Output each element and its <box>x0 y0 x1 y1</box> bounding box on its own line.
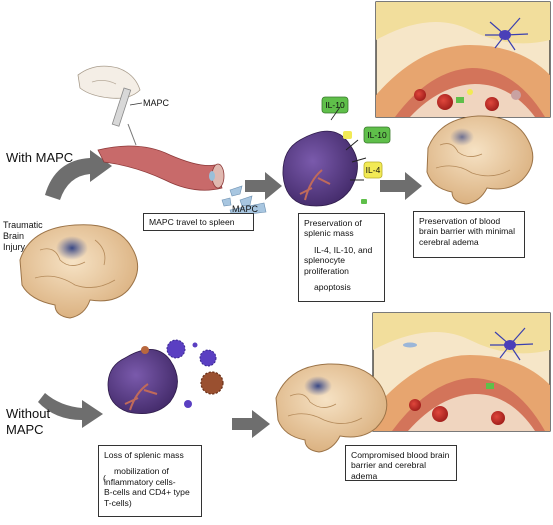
bbb-compromised-line2: barrier and cerebral adema <box>351 460 426 481</box>
box-mapc-travel: MAPC travel to spleen <box>143 213 254 231</box>
preservation-spleen-line1: Preservation of <box>304 218 362 228</box>
blood-vessel <box>97 145 267 217</box>
box-bbb-compromised: Compromised blood brain barrier and cere… <box>345 445 457 481</box>
loss-spleen-line2: mobilization of <box>114 466 169 477</box>
il4-label: IL-4 <box>365 165 381 175</box>
brain-injured <box>19 224 139 319</box>
preservation-spleen-line3: IL-4, IL-10, and <box>314 244 373 255</box>
box-loss-spleen: Loss of splenic mass mobilization of inf… <box>98 445 202 517</box>
syringe-hand <box>77 65 141 146</box>
inflammatory-cells <box>141 339 224 408</box>
bbb-preserved-line3: cerebral adema <box>419 236 479 247</box>
bbb-compromised-line1: Compromised blood brain <box>351 450 450 460</box>
box-preservation-spleen: Preservation of splenic mass IL-4, IL-10… <box>298 213 385 302</box>
box-bbb-preserved: Preservation of blood brain barrier with… <box>413 211 525 258</box>
preservation-spleen-line4: splenocyte proliferation <box>304 255 349 276</box>
syringe-mapc-label: MAPC <box>143 98 170 108</box>
flow-arrows <box>38 150 422 438</box>
preservation-spleen-line2: splenic mass <box>304 228 354 239</box>
brain-bottom <box>275 363 388 453</box>
bbb-preserved-line1: Preservation of blood <box>419 216 501 226</box>
cell-mapc-label: MAPC <box>232 204 259 214</box>
loss-spleen-line4: B-cells and CD4+ type <box>104 487 190 498</box>
tbi-label-line1: Traumatic <box>3 220 43 230</box>
tbi-label-line2: Brain <box>3 231 25 241</box>
bbb-preserved-line2: brain barrier with minimal <box>419 226 515 237</box>
tbi-label-line3: Injury <box>3 242 26 252</box>
without-mapc-label-line1: Without <box>6 406 51 421</box>
il10-right-label: IL-10 <box>367 130 387 140</box>
bbb-inset-bottom <box>372 312 551 432</box>
with-mapc-label: With MAPC <box>6 150 74 165</box>
box-mapc-travel-text: MAPC travel to spleen <box>149 217 235 227</box>
spleen-bottom <box>107 349 178 415</box>
loss-spleen-line5: T-cells) <box>104 497 132 508</box>
il10-top-label: IL-10 <box>325 100 345 110</box>
loss-spleen-open-paren: ( <box>103 473 106 483</box>
cytokine-shapes <box>321 96 391 204</box>
spleen-top <box>282 130 367 207</box>
loss-spleen-line1: Loss of splenic mass <box>104 450 184 460</box>
loss-spleen-line3: inflammatory cells- <box>104 476 176 487</box>
preservation-spleen-line5: apoptosis <box>314 282 351 293</box>
brain-top-right <box>426 115 534 205</box>
without-mapc-label-line2: MAPC <box>6 422 44 437</box>
bbb-inset-top <box>375 1 551 118</box>
